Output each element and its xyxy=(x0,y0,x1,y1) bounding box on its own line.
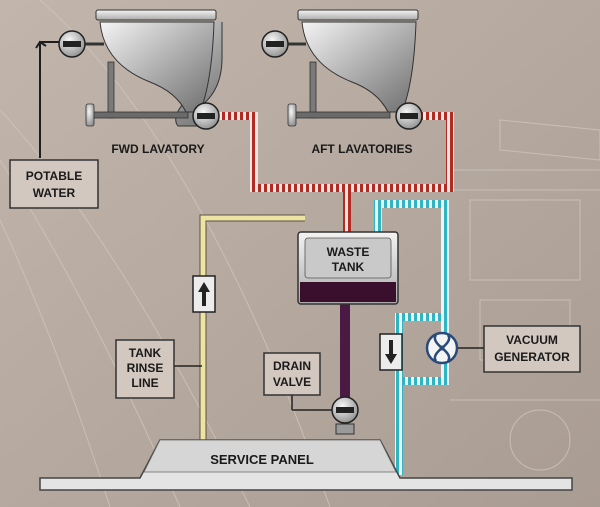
svg-text:WATER: WATER xyxy=(33,186,76,200)
waste-tank-label: TANK xyxy=(332,260,365,274)
aft-lavatory-toilet xyxy=(287,9,419,127)
svg-text:VACUUM: VACUUM xyxy=(506,333,558,347)
drain-valve-icon xyxy=(331,396,359,435)
service-panel: SERVICE PANEL xyxy=(39,439,573,491)
svg-text:GENERATOR: GENERATOR xyxy=(494,350,570,364)
waste-level xyxy=(300,282,396,302)
vacuum-line xyxy=(374,200,449,475)
waste-line xyxy=(216,112,454,234)
svg-text:RINSE: RINSE xyxy=(127,361,164,375)
vacuum-generator-label: VACUUM GENERATOR xyxy=(458,325,581,373)
arrow-up-icon xyxy=(192,275,216,313)
vacuum-fan-icon xyxy=(425,331,459,365)
valve-icon xyxy=(261,30,306,58)
tank-rinse-line-label: TANK RINSE LINE xyxy=(115,339,202,399)
arrow-down-icon xyxy=(379,333,403,371)
aft-lavatories-label: AFT LAVATORIES xyxy=(311,142,412,156)
valve-icon xyxy=(58,30,104,58)
potable-water-label: POTABLE WATER xyxy=(9,159,99,209)
drain-valve-label: DRAIN VALVE xyxy=(263,352,332,411)
fwd-lavatory-toilet xyxy=(85,9,223,127)
tank-rinse-line xyxy=(199,214,305,440)
svg-text:POTABLE: POTABLE xyxy=(26,169,82,183)
fwd-lavatory-label: FWD LAVATORY xyxy=(111,142,204,156)
service-panel-label: SERVICE PANEL xyxy=(210,452,314,467)
drain-line xyxy=(340,300,350,408)
svg-text:TANK: TANK xyxy=(129,346,162,360)
waste-tank-label: WASTE xyxy=(327,245,370,259)
potable-water-line xyxy=(35,40,60,158)
svg-text:VALVE: VALVE xyxy=(273,375,311,389)
svg-text:DRAIN: DRAIN xyxy=(273,359,311,373)
svg-text:LINE: LINE xyxy=(131,376,158,390)
valve-icon xyxy=(192,102,220,130)
valve-icon xyxy=(395,102,423,130)
waste-tank: WASTE TANK xyxy=(297,231,399,305)
